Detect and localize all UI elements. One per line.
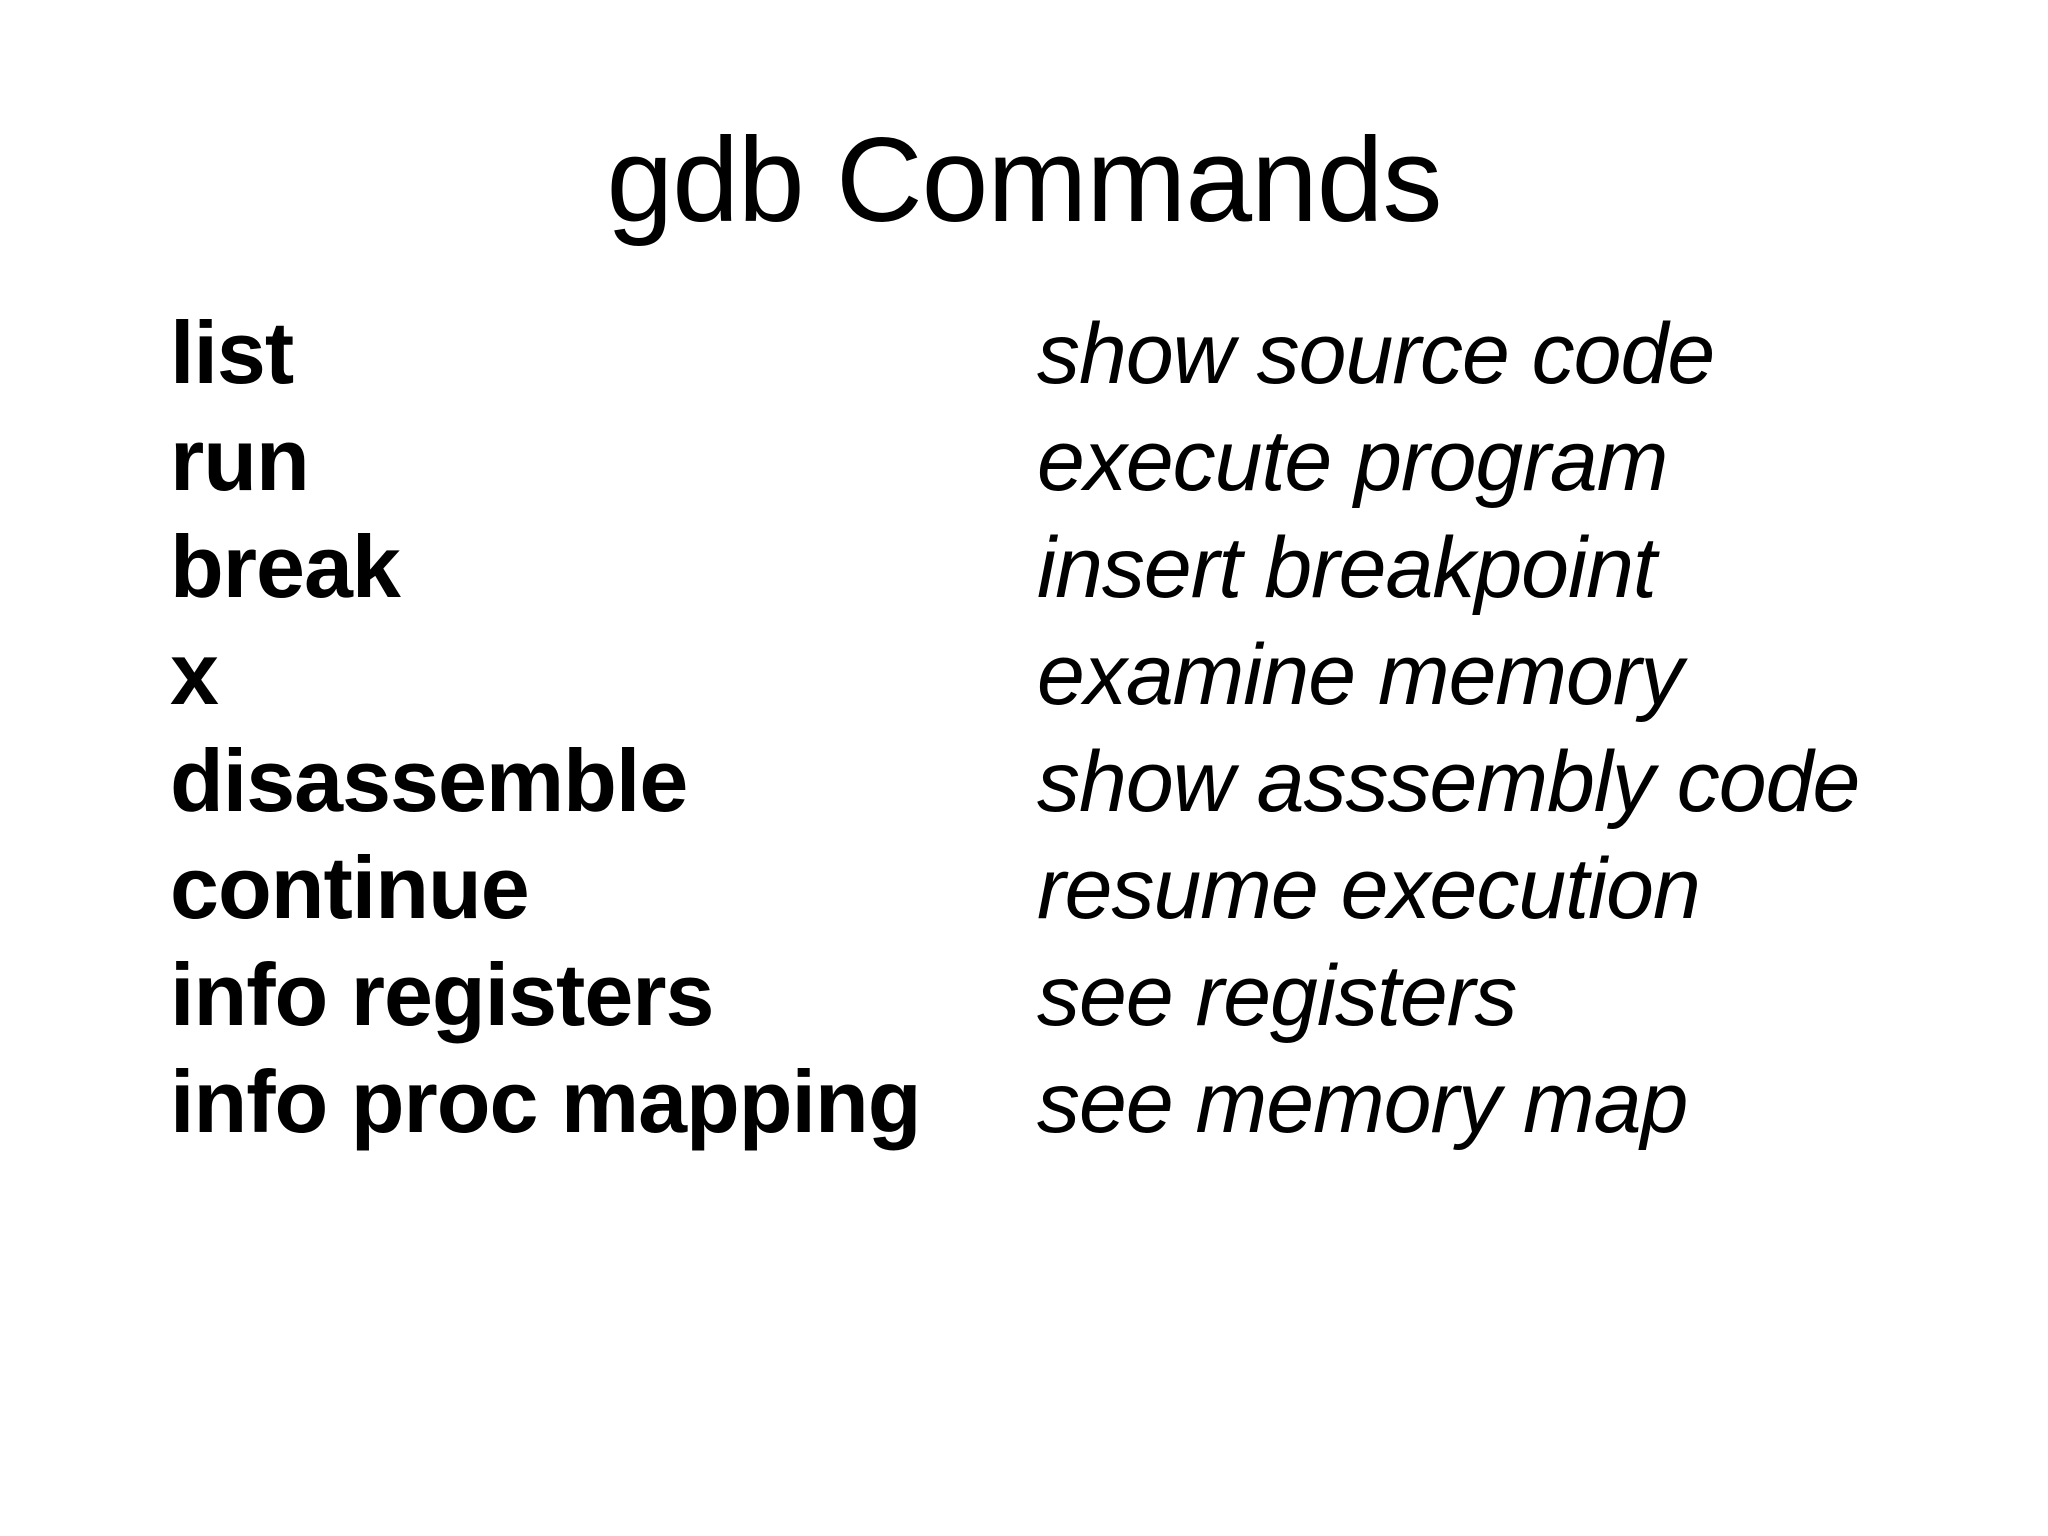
command-row: continue resume execution [170, 835, 1859, 942]
command-name: run [170, 410, 310, 509]
command-name: continue [170, 838, 530, 937]
command-description: insert breakpoint [1037, 520, 1657, 616]
command-description: see registers [1037, 948, 1517, 1044]
command-description: see memory map [1037, 1055, 1688, 1151]
command-row: disassemble show asssembly code [170, 728, 1860, 835]
command-row: run execute program [170, 407, 1859, 514]
page-title: gdb Commands [606, 113, 1442, 248]
command-description: show asssembly code [1037, 734, 1860, 830]
command-row: info proc mapping see memory map [170, 1049, 1859, 1156]
command-row: break insert breakpoint [170, 514, 1859, 621]
command-table: list show source code run execute progra… [170, 300, 1860, 1156]
command-name: x [170, 624, 219, 723]
command-description: show source code [1037, 306, 1715, 402]
command-row: list show source code [170, 300, 1859, 407]
command-description: resume execution [1037, 841, 1701, 937]
command-name: list [170, 303, 294, 402]
command-name: info registers [170, 945, 714, 1044]
command-description: examine memory [1037, 627, 1684, 723]
command-name: disassemble [170, 731, 688, 830]
command-row: info registers see registers [170, 942, 1859, 1049]
command-name: info proc mapping [170, 1052, 922, 1151]
command-name: break [170, 517, 401, 616]
command-description: execute program [1037, 413, 1668, 509]
command-row: x examine memory [170, 621, 1859, 728]
